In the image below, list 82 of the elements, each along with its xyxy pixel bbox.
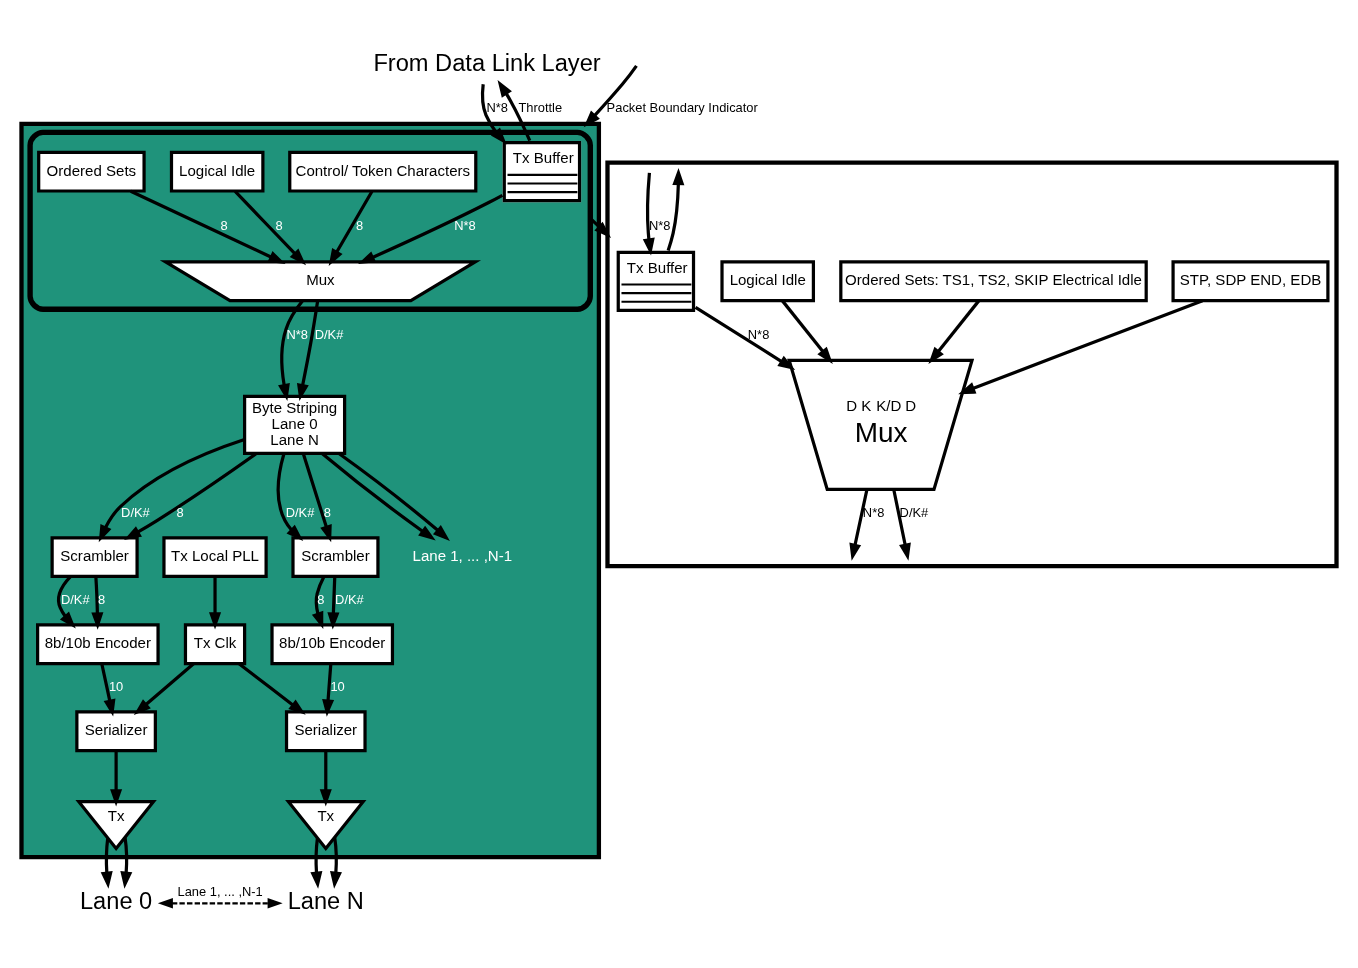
edge-label: Lane 1, ... ,N-1	[177, 884, 263, 900]
edge-label: Packet Boundary Indicator	[606, 99, 758, 115]
node-box: Byte Striping Lane 0 Lane N	[243, 394, 347, 455]
node-box: 8b/10b Encoder	[270, 623, 395, 666]
arrow	[480, 84, 507, 145]
arrow	[57, 575, 76, 629]
arrow	[296, 300, 320, 402]
node-box: Ordered Sets	[37, 150, 146, 193]
edge-label: D/K#	[60, 592, 90, 607]
node-box: Serializer	[75, 710, 157, 753]
edge-label: 8	[356, 217, 364, 233]
node-text: Lane 1, ... ,N-1	[412, 547, 513, 565]
node-box: STP, SDP END, EDB	[1171, 260, 1330, 303]
arrow	[311, 575, 326, 630]
arrow	[209, 576, 222, 630]
edge-label: N*8	[286, 327, 309, 343]
node-box: Logical Idle	[169, 150, 265, 193]
edge-label: 8	[275, 217, 283, 233]
edge-label: 8	[220, 217, 228, 233]
edge-label: N*8	[862, 504, 885, 520]
arrow	[98, 437, 245, 543]
arrow	[278, 299, 304, 401]
arrow	[238, 662, 306, 715]
node-box: Logical Idle	[720, 260, 816, 303]
arrow	[328, 190, 374, 266]
arrow	[327, 576, 340, 630]
arrow	[133, 662, 195, 715]
arrow	[110, 751, 123, 807]
edge-label: 8	[317, 592, 325, 607]
arrow	[958, 299, 1204, 395]
node-box: Tx Local PLL	[162, 536, 268, 579]
arrow	[301, 453, 332, 543]
edge-label: N*8	[486, 99, 509, 115]
arrow	[928, 299, 980, 364]
node-box: Scrambler	[291, 536, 380, 579]
arrow	[321, 452, 436, 541]
arrow	[781, 299, 833, 364]
node-box: Serializer	[284, 710, 367, 753]
arrow	[322, 663, 335, 717]
arrow	[124, 452, 258, 541]
edge-label: D/K#	[899, 504, 929, 520]
edge-label: D/K#	[314, 327, 344, 343]
node-text: Lane N	[287, 888, 364, 915]
arrow	[337, 452, 450, 541]
arrow	[583, 64, 638, 128]
arrow	[892, 489, 911, 561]
edge-label: 10	[330, 679, 345, 695]
arrow	[666, 167, 685, 251]
arrow	[120, 837, 133, 889]
edge-label: N*8	[747, 327, 770, 343]
edge-label: 8	[98, 592, 106, 607]
arrow	[849, 489, 869, 561]
arrow	[234, 190, 306, 266]
edge-label: 8	[176, 504, 184, 520]
edge-label: 8	[323, 504, 331, 520]
cluster	[605, 160, 1339, 569]
arrow	[100, 663, 116, 717]
arrow	[157, 898, 283, 909]
arrow	[319, 751, 332, 807]
node-box: Scrambler	[50, 536, 139, 579]
node-text: From Data Link Layer	[373, 49, 601, 76]
edge-label: 10	[108, 679, 124, 695]
arrow	[276, 453, 304, 541]
arrow	[642, 172, 655, 256]
node-box: Control/ Token Characters	[288, 150, 478, 193]
arrow	[358, 193, 504, 264]
edge-label: N*8	[454, 217, 476, 233]
arrow	[330, 837, 342, 889]
edge-label: D/K#	[121, 504, 150, 520]
arrow	[100, 838, 113, 889]
arrow	[694, 306, 796, 371]
node-box: 8b/10b Encoder	[36, 623, 160, 666]
arrow	[130, 189, 286, 264]
edge-label: Throttle	[518, 99, 563, 115]
edge-label: N*8	[648, 217, 671, 233]
node-box: Tx Clk	[183, 623, 247, 666]
node-box: Ordered Sets: TS1, TS2, SKIP Electrical Idle	[839, 260, 1148, 303]
arrow	[310, 838, 323, 889]
edge-label: D/K#	[335, 592, 364, 607]
edge-label: D/K#	[285, 504, 315, 520]
node-text: Lane 0	[79, 888, 153, 915]
arrow	[91, 576, 104, 630]
